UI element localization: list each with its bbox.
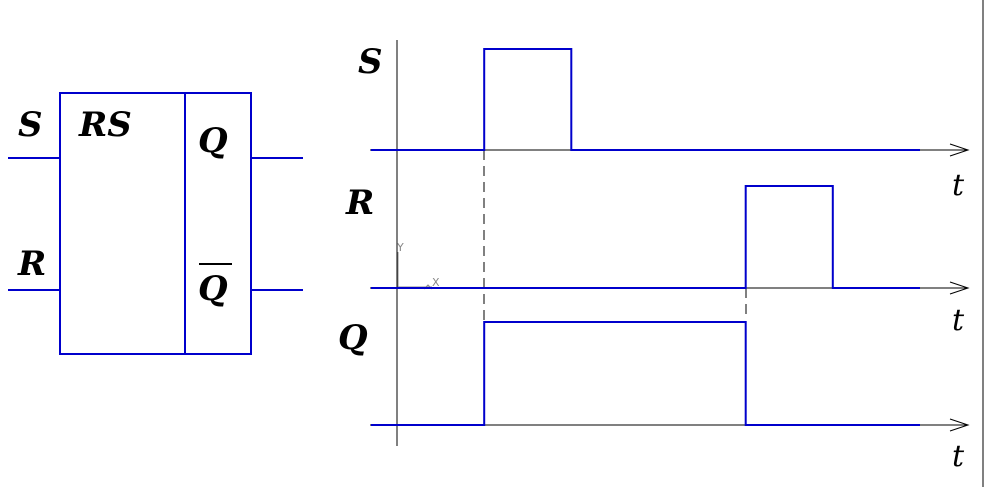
s-time-label: t (952, 168, 965, 203)
timing-axes (370, 0, 984, 487)
input-r-label: R (17, 244, 46, 284)
timing-r-label: R (345, 183, 374, 223)
r-axis-arrow (949, 281, 970, 295)
ucs-y-label: Y (396, 241, 404, 254)
block-outline (59, 92, 252, 355)
input-s-label: S (18, 105, 43, 145)
waveform-r (371, 185, 920, 289)
timing-q-label: Q (338, 318, 368, 358)
waveform-q (371, 321, 920, 426)
block-type-label: RS (78, 105, 132, 145)
output-q-label: Q (198, 121, 228, 161)
waveforms (371, 48, 920, 426)
output-qbar-label: Q (198, 269, 228, 309)
ucs-x-label: X (432, 276, 440, 289)
waveform-s (371, 48, 920, 151)
ucs-icon (397, 252, 433, 290)
rs-block (8, 92, 303, 355)
dashed-guides (483, 150, 747, 320)
r-time-label: t (952, 303, 965, 338)
s-axis-arrow (949, 143, 970, 157)
q-axis-arrow (949, 418, 970, 432)
q-time-label: t (952, 439, 965, 474)
timing-s-label: S (358, 42, 383, 82)
